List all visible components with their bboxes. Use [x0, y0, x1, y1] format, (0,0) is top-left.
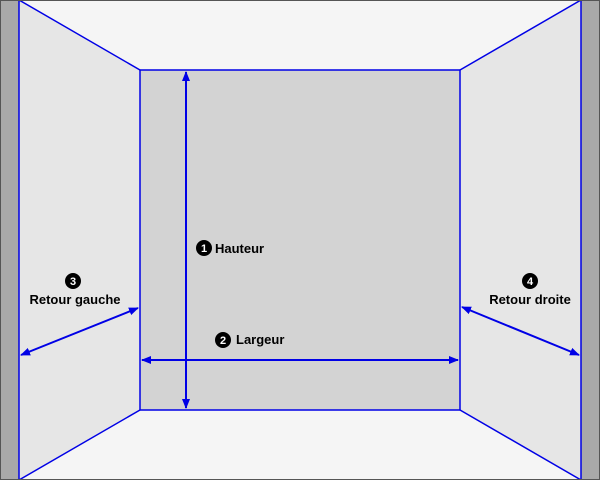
retour-droite-badge: [522, 273, 538, 289]
perspective-top-right: [459, 0, 582, 71]
retour-gauche-badge: [65, 273, 81, 289]
retour-gauche-label: 3 Retour gauche: [29, 273, 121, 307]
hauteur-label: 1 Hauteur: [196, 240, 264, 256]
retour-gauche-text: Retour gauche: [29, 292, 120, 307]
right-wall: [460, 0, 581, 480]
left-wall: [19, 0, 140, 480]
retour-droite-label: 4 Retour droite: [489, 273, 571, 307]
retour-droite-number: 4: [527, 276, 534, 288]
hauteur-number: 1: [201, 243, 207, 255]
largeur-badge: [215, 332, 231, 348]
largeur-number: 2: [220, 335, 226, 347]
largeur-label: 2 Largeur: [215, 332, 284, 348]
back-wall: [139, 69, 461, 411]
outer-strip-left: [0, 0, 19, 480]
largeur-text: Largeur: [236, 332, 284, 347]
perspective-top-left: [18, 0, 141, 71]
outer-strip-right: [581, 0, 600, 480]
hauteur-badge: [196, 240, 212, 256]
retour-gauche-arrow: [20, 307, 139, 356]
hauteur-text: Hauteur: [215, 241, 264, 256]
perspective-bottom-right: [459, 409, 582, 480]
perspective-bottom-left: [18, 409, 141, 480]
retour-droite-arrow: [461, 306, 580, 356]
retour-droite-text: Retour droite: [489, 292, 571, 307]
retour-gauche-number: 3: [70, 276, 76, 288]
